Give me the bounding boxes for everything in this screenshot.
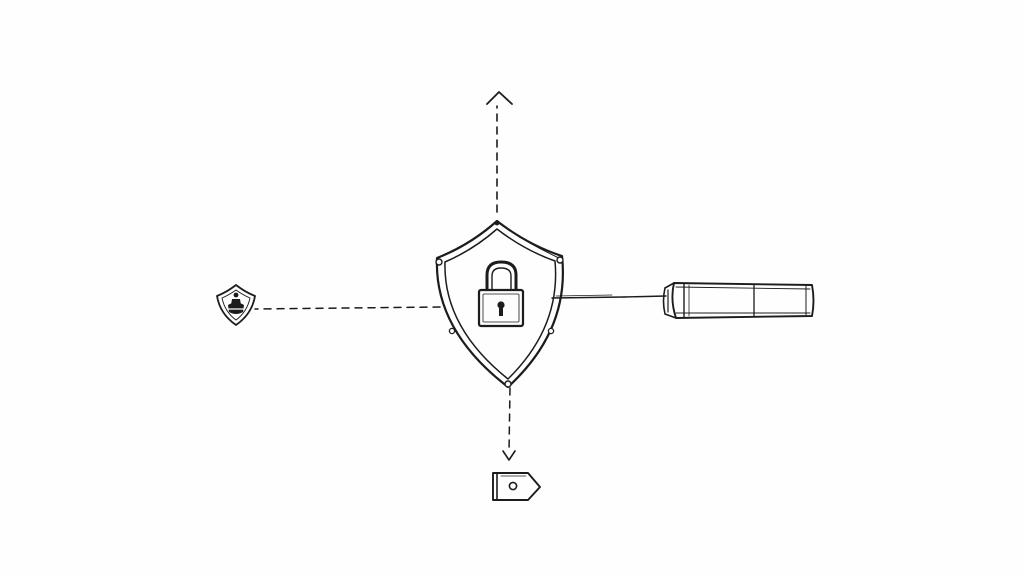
connector-down — [502, 387, 516, 461]
padlock-icon — [477, 260, 525, 328]
small-shield-icon — [216, 284, 256, 326]
connector-right — [551, 294, 667, 299]
connector-up — [486, 91, 513, 213]
tag-icon — [492, 472, 541, 501]
cylinder-device-icon — [662, 282, 815, 319]
central-shield-icon — [435, 219, 564, 389]
connector-left — [254, 306, 441, 310]
